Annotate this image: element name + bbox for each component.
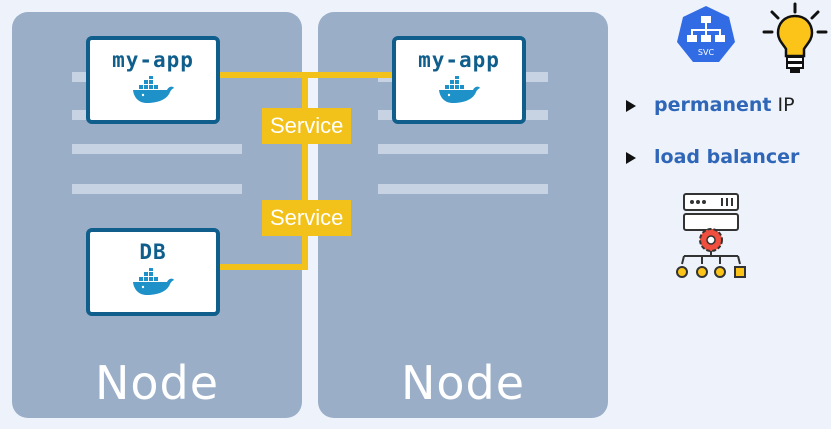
legend-rest-text: IP xyxy=(771,94,795,116)
pod-my-app-left: my-app xyxy=(86,36,220,124)
play-arrow-icon xyxy=(626,99,636,112)
service-box-db: Service xyxy=(262,200,352,236)
kubernetes-svc-icon: SVC xyxy=(677,6,735,62)
load-balancer-icon xyxy=(676,193,746,278)
node-stripe xyxy=(378,184,548,194)
connection-line xyxy=(302,72,394,78)
legend-text: load balancer xyxy=(654,146,800,168)
pod-db: DB xyxy=(86,228,220,316)
pod-label: my-app xyxy=(418,48,500,72)
docker-whale-icon xyxy=(439,76,480,103)
node-stripe xyxy=(72,184,242,194)
connection-line xyxy=(220,72,308,78)
legend-load-balancer: load balancer xyxy=(626,146,799,168)
service-box-app: Service xyxy=(262,108,352,144)
pod-label: my-app xyxy=(112,48,194,72)
docker-whale-icon xyxy=(133,76,174,103)
node-label: Node xyxy=(94,356,220,410)
svc-icon-text: SVC xyxy=(698,48,715,57)
legend-bold-text: permanent xyxy=(654,94,772,116)
lightbulb-icon xyxy=(762,2,828,73)
docker-whale-icon xyxy=(133,268,174,295)
connection-line xyxy=(220,264,308,270)
node-label: Node xyxy=(400,356,526,410)
legend-permanent-ip: permanent IP xyxy=(626,94,795,116)
play-arrow-icon xyxy=(626,151,636,164)
node-stripe xyxy=(378,144,548,154)
node-stripe xyxy=(72,144,242,154)
pod-label: DB xyxy=(139,240,167,264)
connection-line xyxy=(302,72,308,270)
pod-my-app-right: my-app xyxy=(392,36,526,124)
